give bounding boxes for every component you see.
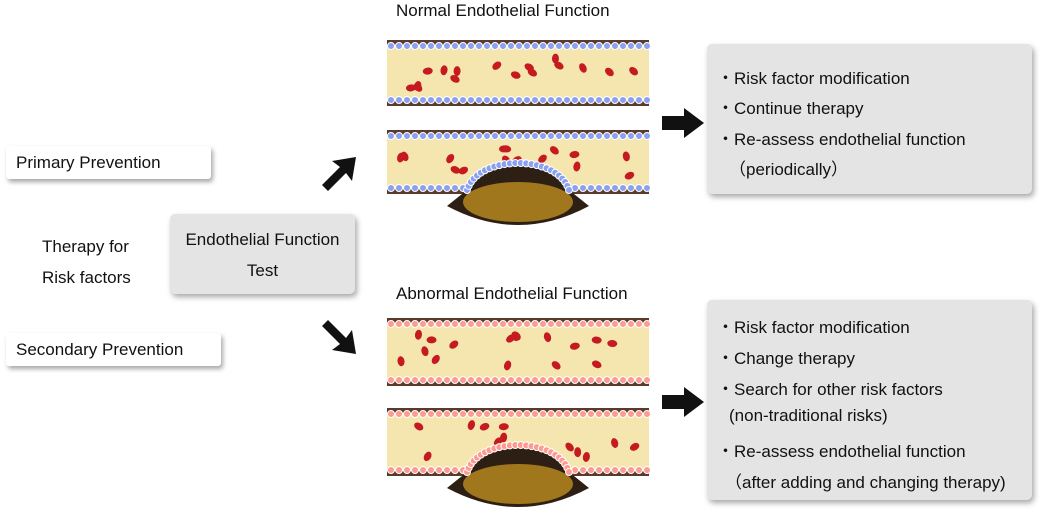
normal-item: （periodically） (729, 160, 849, 179)
therapy-line1: Therapy for (42, 237, 129, 256)
red-blood-cell-icon (498, 145, 509, 153)
red-blood-cell-icon (422, 67, 433, 75)
red-blood-cell-icon (511, 331, 520, 342)
abnormal-item: ・Search for other risk factors (717, 380, 943, 399)
red-blood-cell-icon (450, 165, 461, 174)
primary-prevention-box: Primary Prevention (6, 146, 211, 179)
red-blood-cell-icon (449, 340, 459, 349)
secondary-prevention-box: Secondary Prevention (6, 333, 221, 366)
test-line1: Endothelial Function (185, 230, 340, 249)
red-blood-cell-icon (414, 329, 422, 340)
red-blood-cell-icon (549, 146, 559, 155)
red-blood-cell-icon (446, 153, 455, 164)
red-blood-cell-icon (479, 423, 490, 431)
endothelial-test-box: Endothelial Function Test (170, 214, 355, 294)
abnormal-actions-box: ・Risk factor modification ・Change therap… (707, 300, 1032, 500)
red-blood-cell-icon (492, 61, 502, 70)
red-blood-cell-icon (591, 360, 602, 369)
red-blood-cell-icon (629, 66, 638, 76)
red-blood-cell-icon (510, 71, 521, 79)
arrow-down-right-icon (322, 320, 356, 354)
normal-item: ・Risk factor modification (717, 69, 910, 88)
red-blood-cell-icon (440, 65, 448, 76)
therapy-label: Therapy for Risk factors (42, 231, 131, 293)
red-blood-cell-icon (503, 360, 512, 371)
primary-prevention-label: Primary Prevention (16, 153, 161, 172)
test-line2: Test (246, 261, 279, 280)
red-blood-cell-icon (582, 451, 590, 462)
secondary-prevention-label: Secondary Prevention (16, 340, 184, 359)
red-blood-cell-icon (423, 451, 432, 462)
red-blood-cell-icon (405, 84, 416, 92)
red-blood-cell-icon (569, 342, 580, 350)
normal-healthy-vessel (387, 40, 651, 106)
normal-actions-box: ・Risk factor modification ・Continue ther… (707, 44, 1032, 194)
red-blood-cell-icon (467, 420, 476, 430)
normal-title: Normal Endothelial Function (396, 1, 610, 20)
red-blood-cell-icon (413, 83, 423, 92)
red-blood-cell-icon (573, 161, 581, 172)
red-blood-cell-icon (624, 171, 635, 180)
abnormal-title: Abnormal Endothelial Function (396, 284, 628, 303)
red-blood-cell-icon (543, 332, 552, 342)
arrow-right-icon (662, 108, 704, 138)
abnormal-plaque-vessel (387, 408, 651, 507)
red-blood-cell-icon (421, 346, 429, 357)
red-blood-cell-icon (554, 61, 564, 70)
abnormal-item: (non-traditional risks) (729, 406, 888, 425)
red-blood-cell-icon (605, 67, 614, 77)
red-blood-cell-icon (569, 151, 580, 159)
red-blood-cell-icon (538, 154, 547, 164)
red-blood-cell-icon (426, 336, 437, 344)
abnormal-item: （after adding and changing therapy) (725, 473, 1006, 492)
red-blood-cell-icon (574, 447, 582, 458)
red-blood-cell-icon (397, 152, 405, 163)
red-blood-cell-icon (453, 66, 461, 77)
red-blood-cell-icon (458, 166, 469, 175)
red-blood-cell-icon (591, 336, 602, 344)
red-blood-cell-icon (622, 151, 630, 162)
red-blood-cell-icon (607, 340, 618, 348)
red-blood-cell-icon (551, 361, 561, 370)
normal-plaque-vessel (387, 130, 651, 225)
abnormal-item: ・Risk factor modification (717, 318, 910, 337)
arrow-up-right-icon (322, 157, 356, 191)
red-blood-cell-icon (629, 442, 640, 451)
red-blood-cell-icon (450, 74, 460, 83)
arrow-right-icon (662, 387, 704, 417)
abnormal-item: ・Re-assess endothelial function (717, 442, 966, 461)
red-blood-cell-icon (414, 422, 424, 431)
red-blood-cell-icon (397, 356, 405, 367)
red-blood-cell-icon (498, 423, 509, 431)
therapy-line2: Risk factors (42, 268, 131, 287)
normal-item: ・Re-assess endothelial function (717, 130, 966, 149)
red-blood-cell-icon (551, 53, 559, 64)
abnormal-healthy-vessel (387, 318, 651, 386)
red-blood-cell-icon (431, 354, 440, 365)
red-blood-cell-icon (524, 63, 534, 72)
red-blood-cell-icon (565, 442, 574, 452)
red-blood-cell-icon (579, 63, 587, 73)
red-blood-cell-icon (611, 438, 619, 448)
abnormal-item: ・Change therapy (717, 349, 855, 368)
normal-item: ・Continue therapy (717, 99, 864, 118)
